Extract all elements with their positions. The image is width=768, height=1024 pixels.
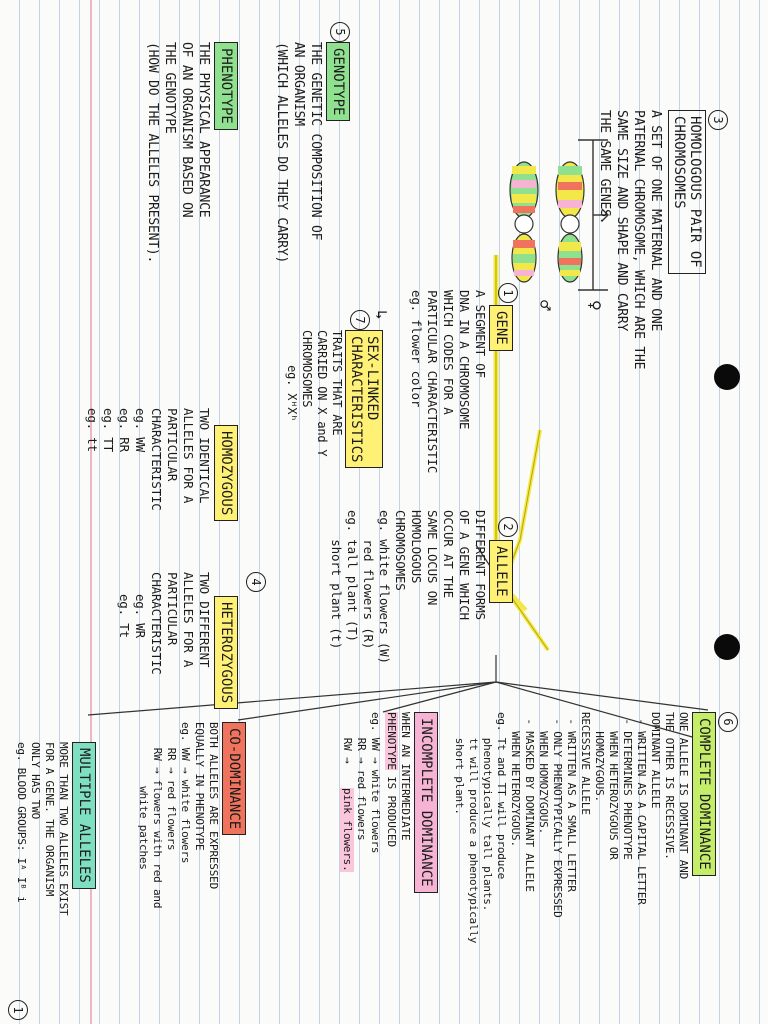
incomplete-desc-pre: WHEN AN INTERMEDIATE — [399, 712, 412, 841]
complete-dominance-label: COMPLETE DOMINANCE — [692, 712, 716, 876]
homologous-pair-title: HOMOLOGOUS PAIR OF CHROMOSOMES — [668, 110, 706, 274]
paternal-chromosome — [509, 161, 539, 283]
number-badge-6: 6 — [718, 712, 738, 732]
chromosome-pair-illustration — [509, 161, 585, 283]
binder-hole-bottom — [714, 634, 740, 660]
chromosome-bracket — [578, 139, 609, 291]
maternal-chromosome — [555, 161, 585, 283]
number-badge-3: 3 — [708, 110, 728, 130]
genotype-label: GENOTYPE — [326, 42, 350, 122]
gene-label: GENE — [489, 305, 513, 351]
pink-flowers-result: pink flowers. — [340, 788, 354, 872]
phenotype-highlight: PHENOTYPE — [385, 712, 398, 770]
co-dominance-label: CO-DOMINANCE — [222, 722, 246, 836]
number-badge-5: 5 — [330, 22, 350, 42]
inheritance-fan — [87, 655, 709, 741]
allele-description: DIFFERENT FORMS OF A GENE WHICH OCCUR AT… — [329, 510, 488, 664]
multiple-alleles-description: MORE THAN TWO ALLELES EXIST FOR A GENE. … — [15, 742, 70, 916]
homozygous-label: HOMOZYGOUS — [214, 425, 238, 522]
page-number: 1 — [8, 1000, 28, 1020]
phenotype-label: PHENOTYPE — [214, 42, 238, 130]
incomplete-desc-post: IS PRODUCED — [385, 769, 398, 847]
phenotype-description: THE PHYSICAL APPEARANCE OF AN ORGANISM B… — [145, 42, 211, 264]
heterozygous-label: HETEROZYGOUS — [214, 596, 238, 710]
number-badge-4: 4 — [246, 572, 266, 592]
binder-hole-top — [714, 364, 740, 390]
multiple-alleles-label: MULTIPLE ALLELES — [72, 742, 96, 889]
number-badge-1: 1 — [498, 283, 518, 303]
incomplete-dominance-description: WHEN AN INTERMEDIATE PHENOTYPE IS PRODUC… — [384, 712, 412, 847]
allele-label: ALLELE — [489, 540, 513, 603]
sex-linked-label: SEX-LINKED CHARACTERISTICS — [345, 330, 383, 469]
gene-description: A SEGMENT OF DNA IN A CHROMOSOME WHICH C… — [409, 290, 488, 474]
heterozygous-description: TWO DIFFERENT ALLELES FOR A PARTICULAR C… — [117, 572, 212, 675]
number-badge-7: 7 — [350, 310, 370, 330]
co-dominance-description: BOTH ALLELES ARE EXPRESSED EQUALLY IN PH… — [137, 722, 220, 909]
number-badge-2: 2 — [498, 517, 518, 537]
sex-linked-description: TRAITS THAT ARE CARRIED ON X and Y CHROM… — [285, 330, 344, 457]
male-symbol: ♂ — [534, 300, 555, 311]
homologous-pair-description: A SET OF ONE MATERNAL AND ONE PATERNAL C… — [597, 110, 663, 370]
complete-dominance-description: ONE ALLELE IS DOMINANT AND THE OTHER IS … — [453, 712, 690, 944]
homozygous-description: TWO IDENTICAL ALLELES FOR A PARTICULAR C… — [85, 408, 212, 511]
genotype-description: THE GENETIC COMPOSITION OF AN ORGANISM (… — [274, 42, 323, 264]
incomplete-dominance-label: INCOMPLETE DOMINANCE — [414, 712, 438, 893]
sex-linked-arrow: ↳ — [372, 310, 391, 320]
